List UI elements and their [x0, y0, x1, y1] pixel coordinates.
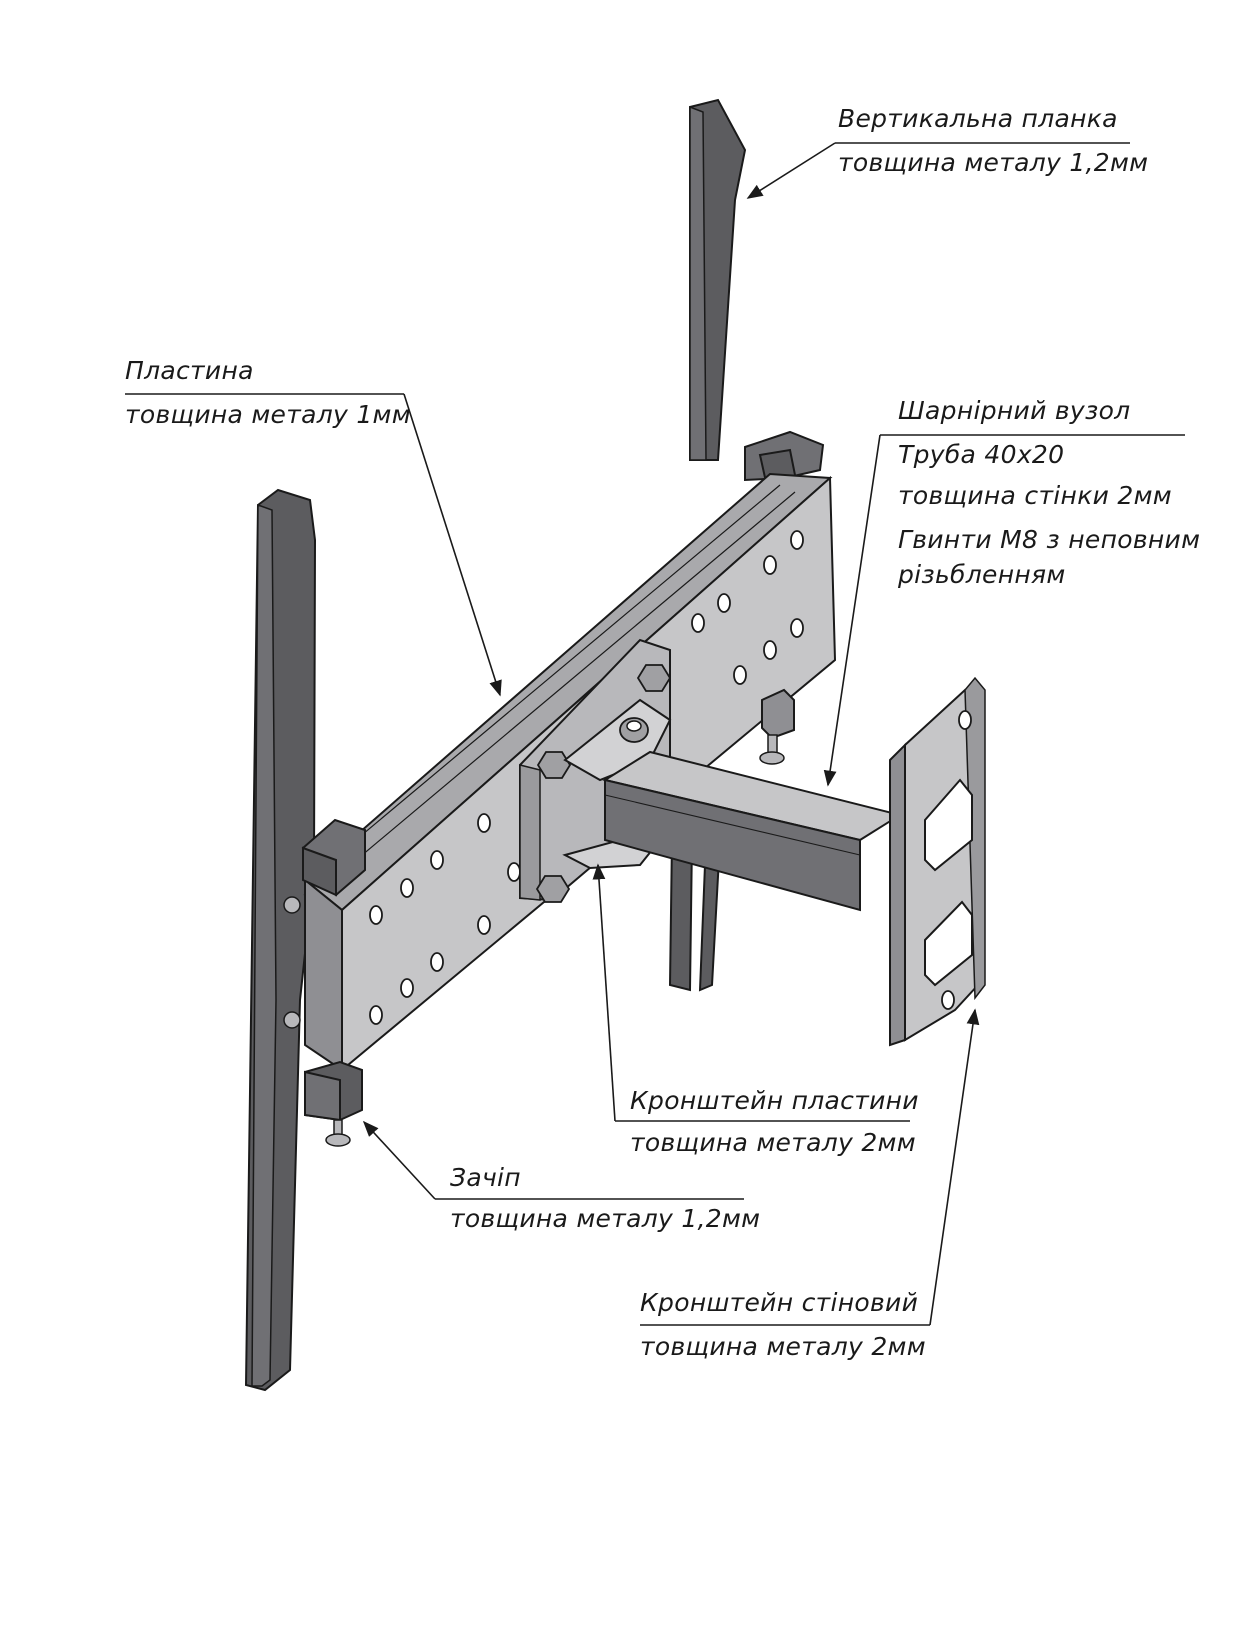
wall-bracket-title: Кронштейн стіновий — [640, 1288, 919, 1317]
hinge-title: Шарнірний вузол — [898, 396, 1131, 425]
hinge-line-3: Гвинти М8 з неповним — [898, 525, 1201, 554]
plate-bracket — [519, 638, 672, 903]
hinge-line-4: різьбленням — [898, 560, 1066, 589]
plate-detail: товщина металу 1мм — [125, 400, 411, 429]
hinge-screws — [759, 688, 795, 765]
latch-detail: товщина металу 1,2мм — [450, 1204, 761, 1233]
leader-lines — [125, 142, 1185, 1326]
plate-bracket-detail: товщина металу 2мм — [630, 1128, 916, 1157]
hinge-tube — [602, 750, 903, 912]
wall-bracket-detail: товщина металу 2мм — [640, 1332, 926, 1361]
vertical-bar-title: Вертикальна планка — [838, 104, 1118, 133]
plate-bracket-title: Кронштейн пластини — [630, 1086, 919, 1115]
plate-holes — [369, 530, 804, 1025]
latch-title: Зачіп — [450, 1163, 521, 1192]
left-latch-bottom — [304, 1060, 363, 1147]
plate-title: Пластина — [125, 356, 254, 385]
hinge-line-1: Труба 40х20 — [898, 440, 1065, 469]
right-vertical-bar — [668, 98, 747, 992]
hinge-line-2: товщина стінки 2мм — [898, 481, 1172, 510]
vertical-bar-detail: товщина металу 1,2мм — [838, 148, 1149, 177]
wall-bracket — [889, 676, 986, 1047]
left-vertical-bar — [244, 488, 317, 1392]
left-latch-top — [301, 818, 366, 897]
